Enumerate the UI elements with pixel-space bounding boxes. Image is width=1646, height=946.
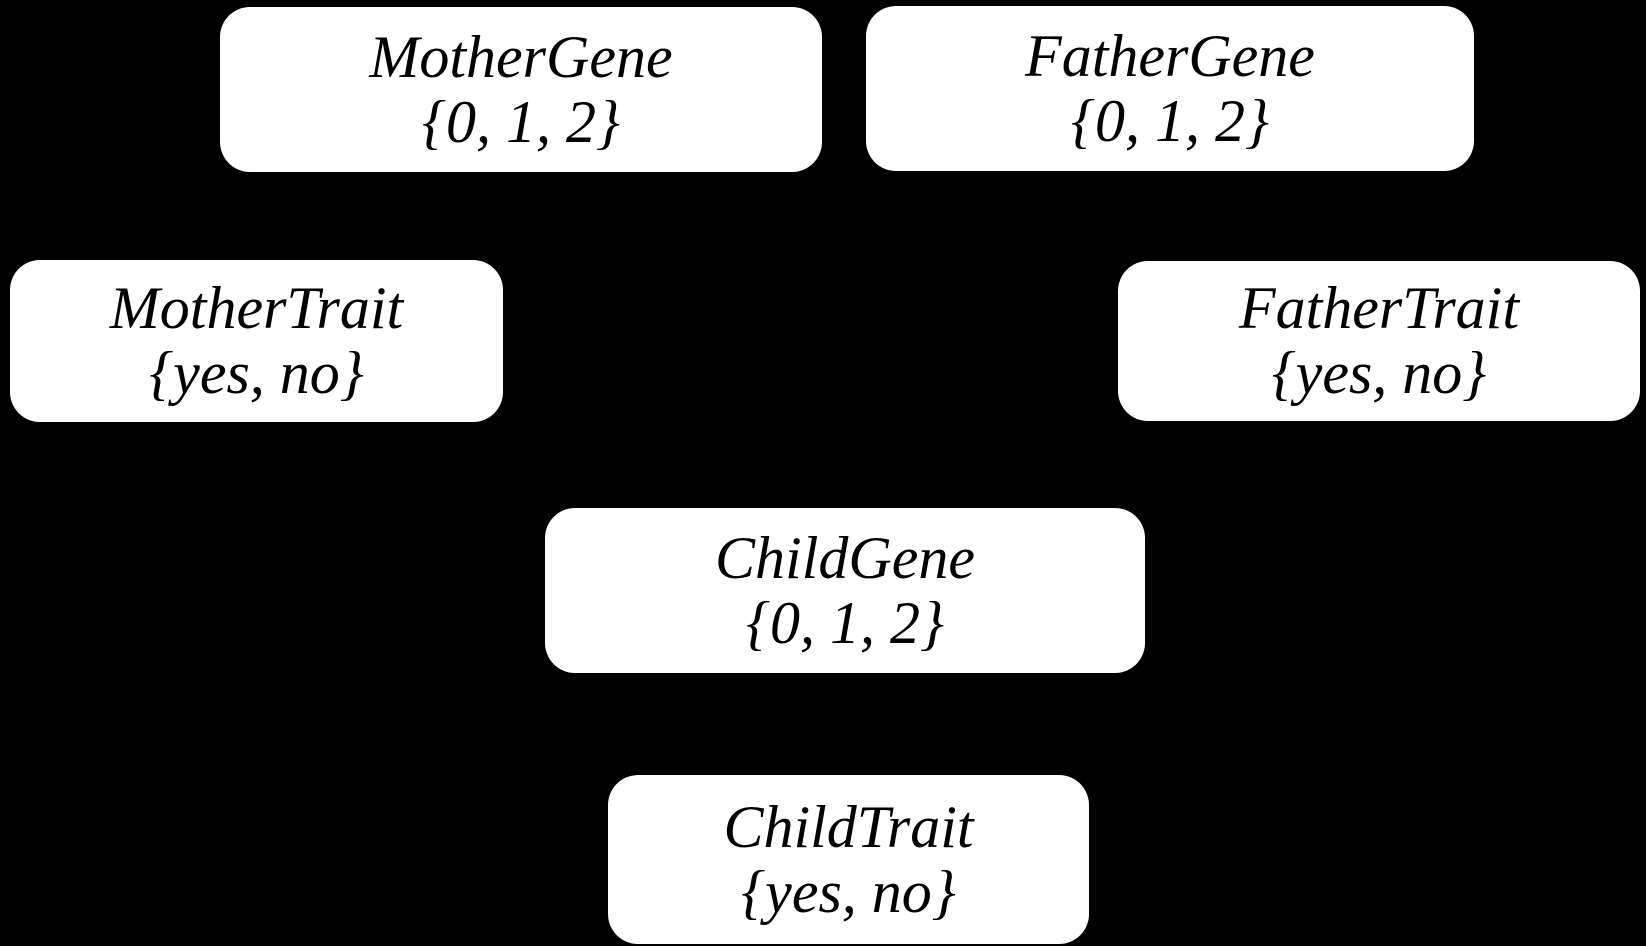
node-father-trait-title: FatherTrait xyxy=(1238,275,1520,342)
node-father-trait: FatherTrait {yes, no} xyxy=(1118,261,1640,421)
node-mother-trait-title: MotherTrait xyxy=(109,275,404,342)
node-mother-gene-title: MotherGene xyxy=(369,23,673,90)
node-child-gene-title: ChildGene xyxy=(715,524,975,591)
node-father-gene-domain: {0, 1, 2} xyxy=(1071,87,1269,154)
node-father-gene: FatherGene {0, 1, 2} xyxy=(866,6,1474,171)
node-child-gene-domain: {0, 1, 2} xyxy=(746,589,944,656)
node-child-trait-title: ChildTrait xyxy=(723,793,974,860)
node-mother-trait-domain: {yes, no} xyxy=(149,340,364,406)
node-mother-gene-domain: {0, 1, 2} xyxy=(422,88,620,155)
node-child-gene: ChildGene {0, 1, 2} xyxy=(545,508,1145,673)
node-father-gene-title: FatherGene xyxy=(1025,22,1315,89)
node-child-trait: ChildTrait {yes, no} xyxy=(608,775,1089,944)
node-father-trait-domain: {yes, no} xyxy=(1271,340,1487,406)
node-child-trait-domain: {yes, no} xyxy=(741,858,956,925)
node-mother-gene: MotherGene {0, 1, 2} xyxy=(220,7,822,172)
node-mother-trait: MotherTrait {yes, no} xyxy=(10,260,503,422)
